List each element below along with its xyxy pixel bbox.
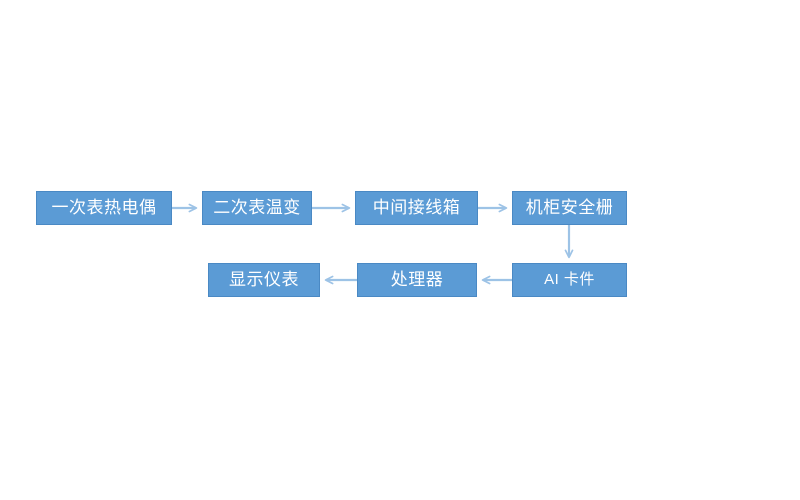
node-display-instrument-label: 显示仪表 — [229, 269, 299, 289]
node-ai-card-label: AI 卡件 — [544, 270, 595, 288]
node-cabinet-safety-barrier[interactable]: 机柜安全栅 — [512, 191, 627, 225]
node-secondary-transmitter[interactable]: 二次表温变 — [202, 191, 312, 225]
node-secondary-transmitter-label: 二次表温变 — [213, 197, 301, 217]
node-processor[interactable]: 处理器 — [357, 263, 477, 297]
node-primary-thermocouple[interactable]: 一次表热电偶 — [36, 191, 172, 225]
node-primary-thermocouple-label: 一次表热电偶 — [51, 197, 157, 217]
node-junction-box-label: 中间接线箱 — [372, 197, 461, 217]
node-processor-label: 处理器 — [390, 269, 444, 289]
node-ai-card[interactable]: AI 卡件 — [512, 263, 627, 297]
node-display-instrument[interactable]: 显示仪表 — [208, 263, 320, 297]
node-junction-box[interactable]: 中间接线箱 — [355, 191, 478, 225]
node-cabinet-safety-barrier-label: 机柜安全栅 — [525, 197, 614, 217]
